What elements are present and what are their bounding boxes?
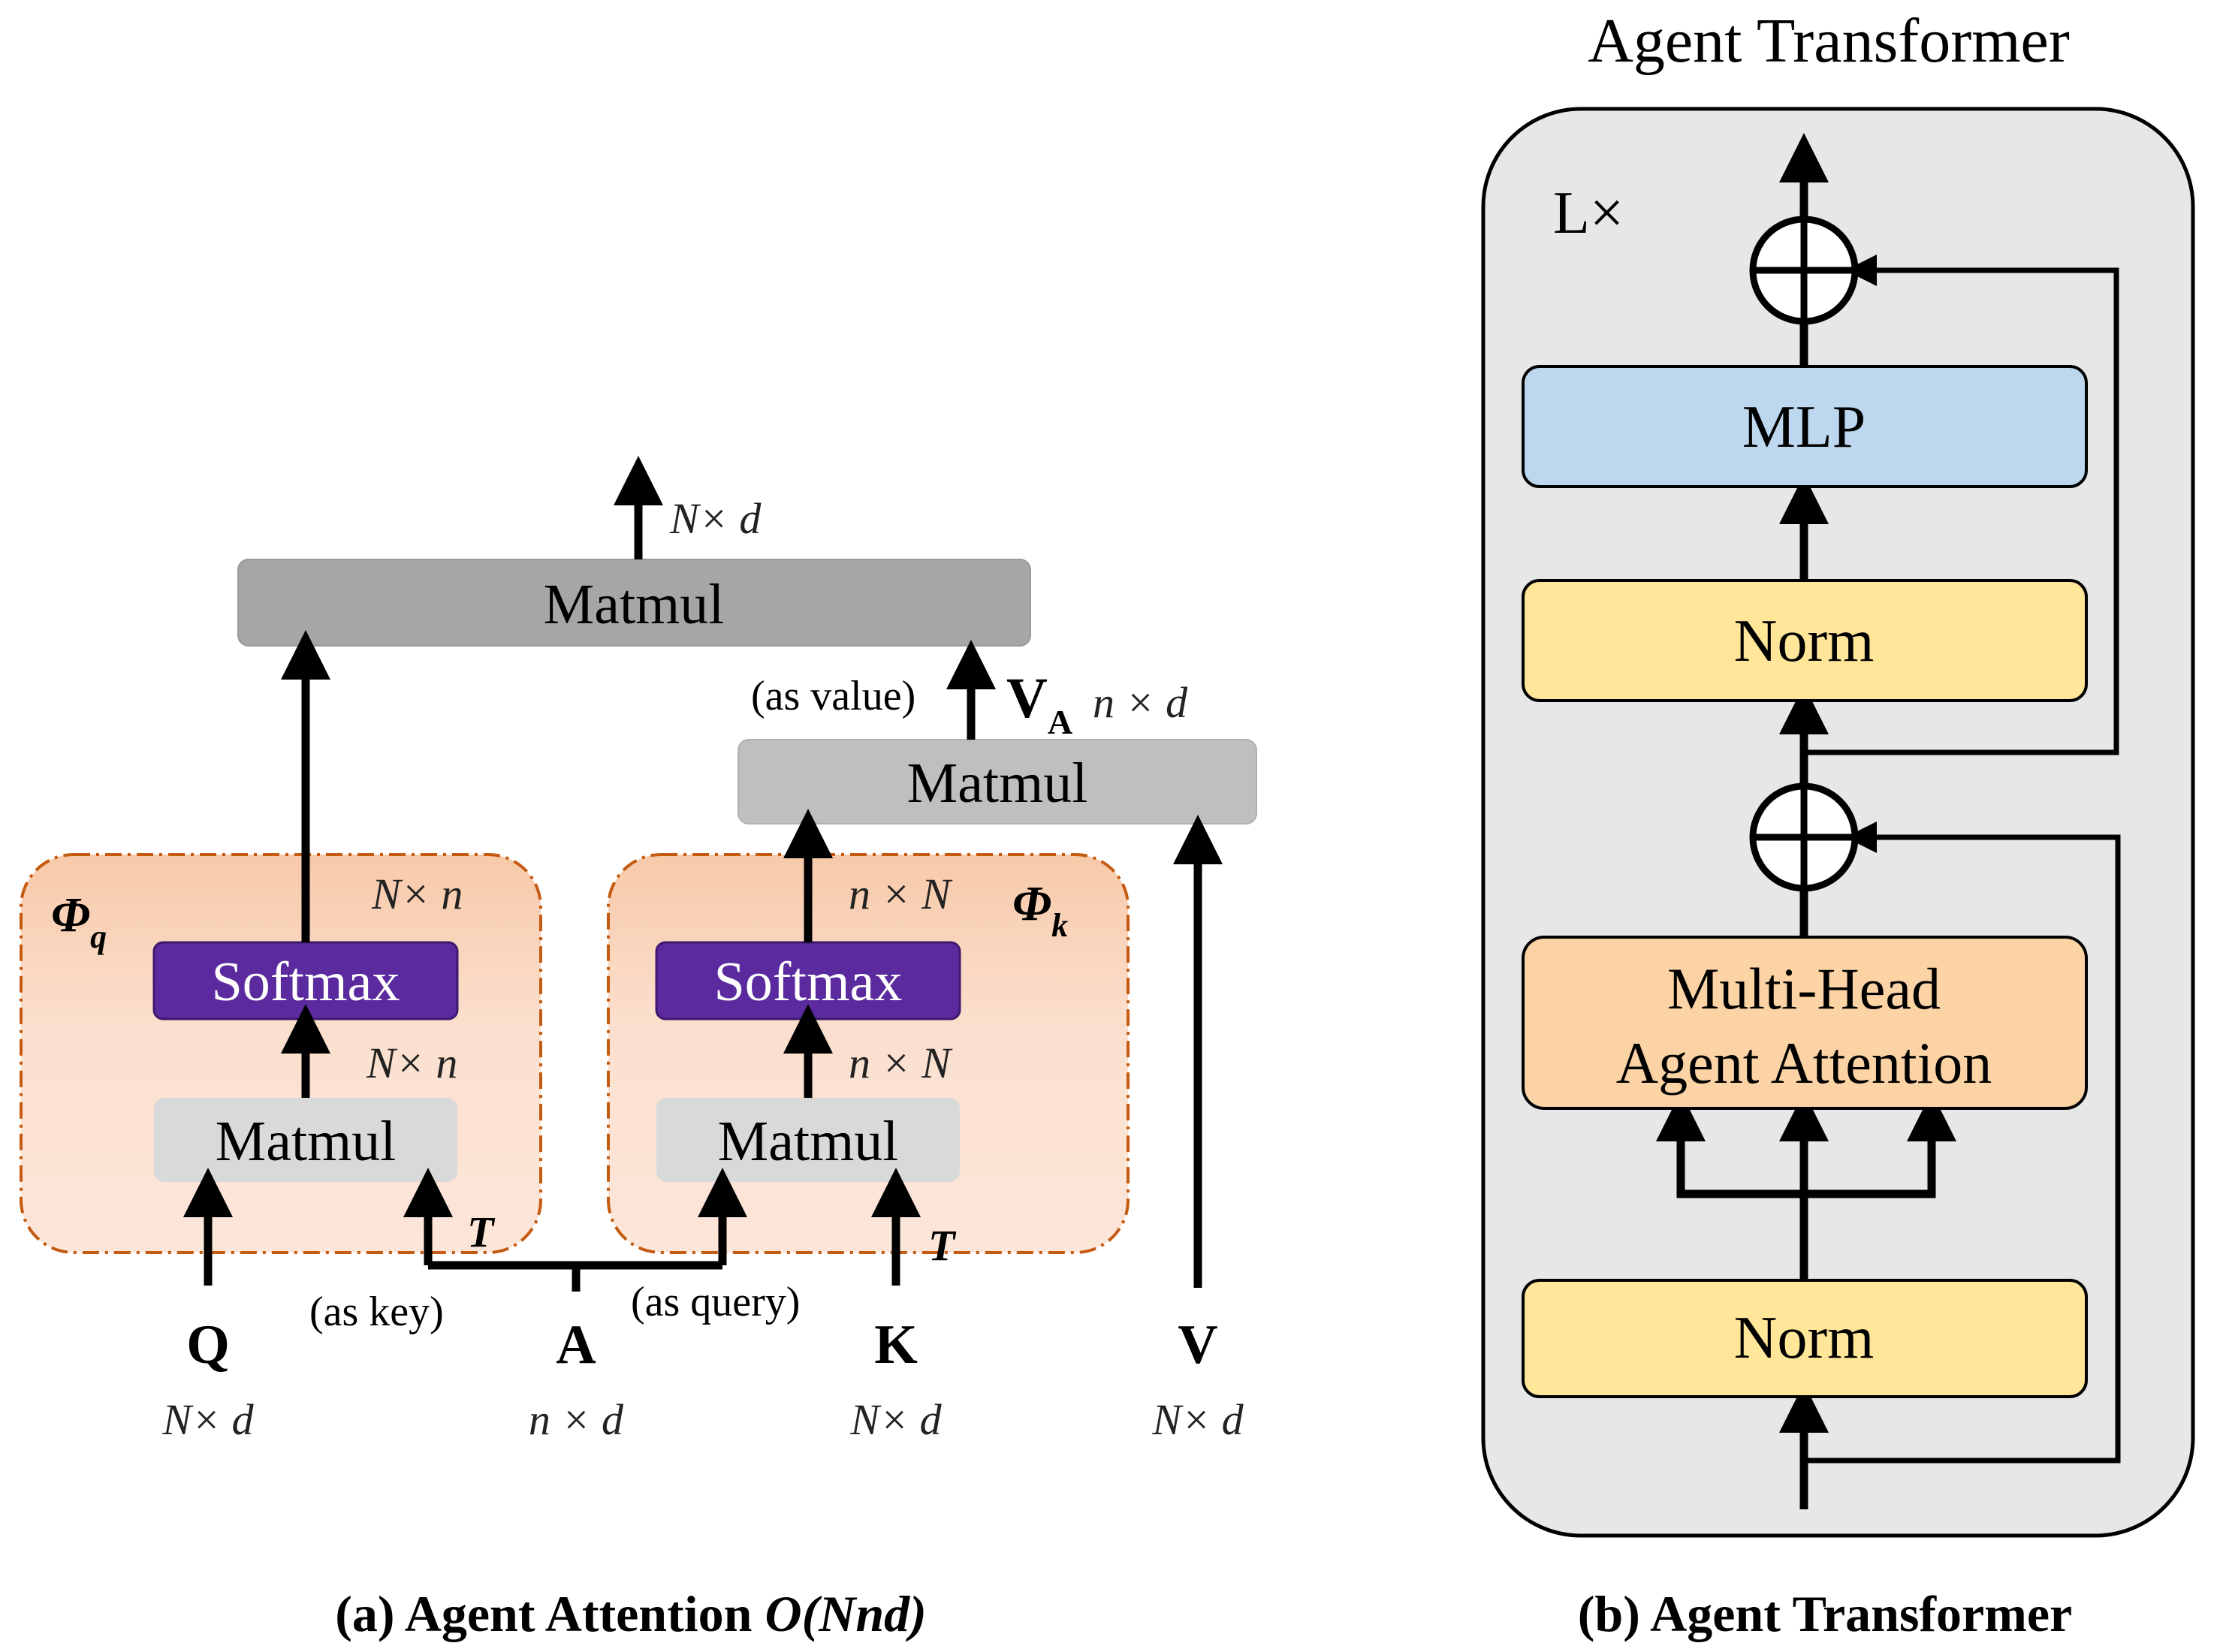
phi-k-dim-mid: n × N [849, 1039, 953, 1087]
phi-q-matmul-label: Matmul [216, 1110, 397, 1173]
repeat-label: L× [1553, 180, 1624, 246]
branch-left [1656, 1092, 1804, 1198]
phi-q-matmul-box [154, 1098, 457, 1182]
branch-right [1804, 1092, 1956, 1198]
output-dim: N× d [669, 494, 762, 543]
phi-k-matmul-box [656, 1098, 960, 1182]
as-value-label: (as value) [751, 673, 915, 719]
attention-line1: Multi-Head [1667, 956, 1941, 1021]
top-matmul-label: Matmul [544, 573, 725, 636]
as-query-label: (as query) [631, 1279, 800, 1325]
as-key-label: (as key) [309, 1289, 444, 1335]
input-v: V [1178, 1314, 1217, 1376]
input-a-dim: n × d [529, 1395, 624, 1444]
phi-k-transpose: T [928, 1221, 957, 1270]
input-k-dim: N× d [849, 1395, 942, 1444]
phi-q-symbol: Φq [51, 888, 107, 955]
add-node-1 [1749, 782, 1859, 892]
right-caption: (b) Agent Transformer [1578, 1585, 2072, 1642]
phi-q-dim-mid: N× n [366, 1039, 457, 1087]
phi-q-phi: Φ [51, 888, 90, 942]
phi-k-matmul-label: Matmul [718, 1110, 899, 1173]
input-k: K [874, 1314, 918, 1376]
norm-bottom-label: Norm [1734, 1305, 1875, 1371]
input-q: Q [186, 1314, 230, 1376]
mid-matmul-box [737, 739, 1257, 824]
va-dim: n × d [1093, 678, 1188, 727]
norm-top-label: Norm [1734, 608, 1875, 674]
left-caption-prefix: (a) Agent Attention [335, 1585, 765, 1642]
phi-k-phi: Φ [1012, 876, 1051, 931]
phi-q-softmax-label: Softmax [212, 951, 400, 1013]
va-label: VA [1006, 667, 1072, 741]
phi-q-sub: q [90, 918, 107, 955]
right-title: Agent Transformer [1588, 6, 2070, 76]
phi-k-sub: k [1051, 907, 1068, 944]
left-caption-complexity: O(Nnd) [765, 1585, 926, 1642]
phi-q-transpose: T [467, 1207, 496, 1256]
phi-k-symbol: Φk [1012, 876, 1068, 944]
attention-line2: Agent Attention [1616, 1030, 1992, 1096]
residual-1 [1804, 821, 2121, 1464]
add-node-2 [1749, 216, 1859, 325]
phi-q-dim-top: N× n [371, 870, 463, 918]
va-sub: A [1048, 703, 1072, 741]
mid-matmul-label: Matmul [907, 752, 1088, 815]
va-main: V [1006, 667, 1048, 730]
input-v-dim: N× d [1151, 1395, 1244, 1444]
input-q-dim: N× d [161, 1395, 254, 1444]
phi-k-dim-top: n × N [849, 870, 953, 918]
phi-k-softmax-label: Softmax [714, 951, 903, 1013]
residual-2 [1804, 255, 2119, 755]
left-caption: (a) Agent Attention O(Nnd) [335, 1585, 927, 1642]
input-a: A [556, 1314, 596, 1376]
mlp-label: MLP [1742, 394, 1866, 460]
